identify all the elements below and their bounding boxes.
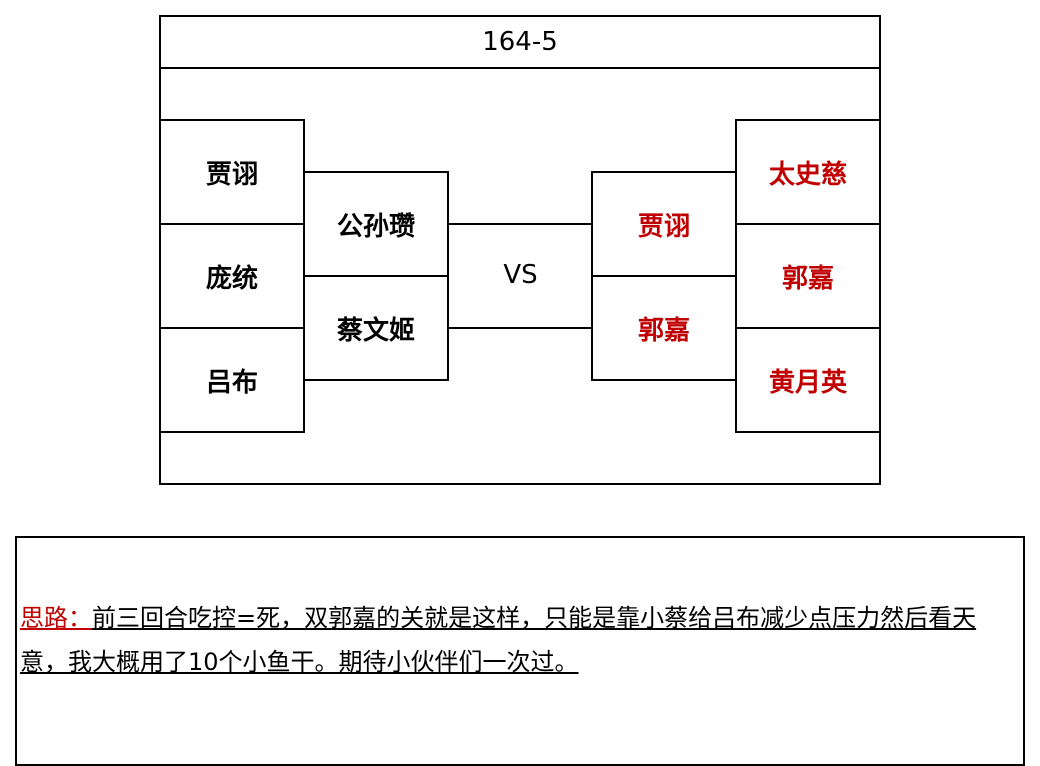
note-text: 前三回合吃控=死，双郭嘉的关就是这样，只能是靠小蔡给吕布减少点压力然后看天意，我… <box>20 604 977 676</box>
diagram-title: 164-5 <box>482 27 558 57</box>
connector-line-top <box>447 223 594 225</box>
left-outer-cell-1: 贾诩 <box>159 119 305 225</box>
left-inner-cell-2: 蔡文姬 <box>303 275 449 381</box>
right-inner-cell-2: 郭嘉 <box>591 275 737 381</box>
left-outer-cell-3: 吕布 <box>159 327 305 433</box>
left-outer-cell-2: 庞统 <box>159 223 305 329</box>
right-outer-cell-2: 郭嘉 <box>735 223 881 329</box>
title-divider <box>159 67 881 69</box>
strategy-note: 思路：前三回合吃控=死，双郭嘉的关就是这样，只能是靠小蔡给吕布减少点压力然后看天… <box>20 596 1010 684</box>
strategy-note-box <box>15 536 1025 766</box>
note-label: 思路： <box>20 604 92 632</box>
vs-label: VS <box>503 260 538 290</box>
right-outer-cell-1: 太史慈 <box>735 119 881 225</box>
right-inner-cell-1: 贾诩 <box>591 171 737 277</box>
right-outer-cell-3: 黄月英 <box>735 327 881 433</box>
connector-line-bottom <box>447 327 594 329</box>
left-inner-cell-1: 公孙瓒 <box>303 171 449 277</box>
